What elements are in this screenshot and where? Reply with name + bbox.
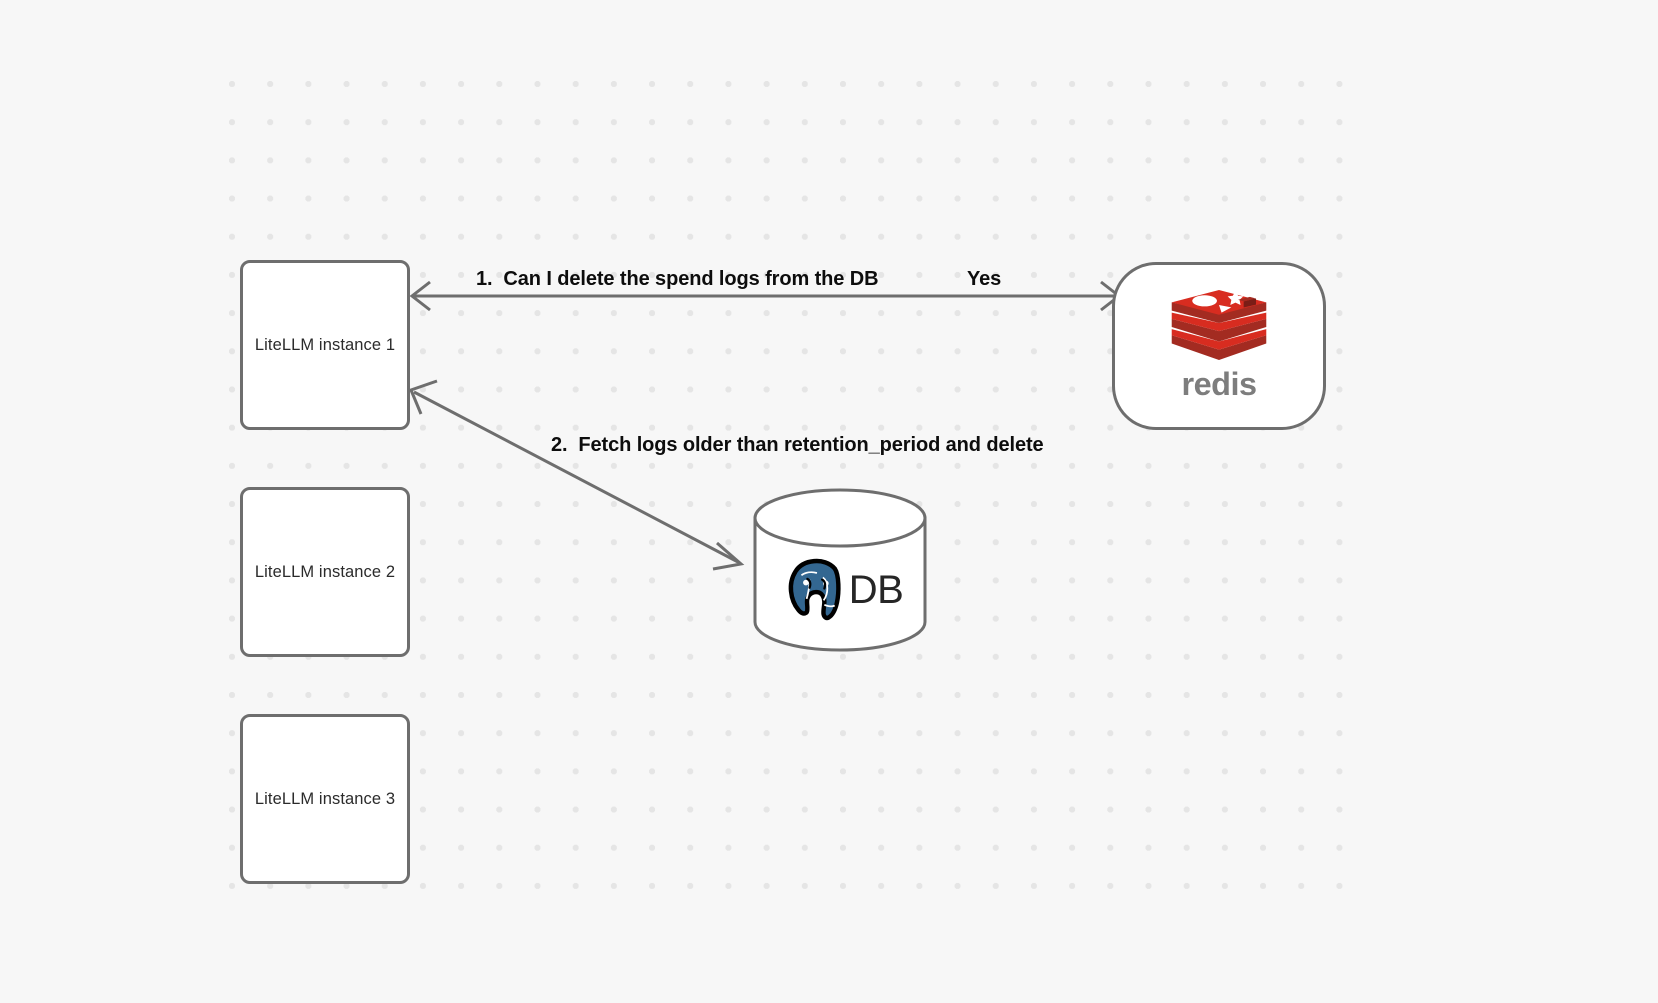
edge-label-redis-reply: Yes (967, 268, 1002, 290)
node-label: LiteLLM instance 2 (254, 562, 396, 581)
edge-litellm1-database (409, 379, 745, 571)
node-database[interactable]: DB (752, 488, 928, 652)
node-litellm-instance-1[interactable]: LiteLLM instance 1 (240, 260, 410, 430)
node-redis[interactable]: redis (1112, 262, 1326, 430)
node-label: LiteLLM instance 3 (254, 789, 396, 808)
redis-wordmark: redis (1181, 366, 1257, 402)
edge-label-step-1: 1. Can I delete the spend logs from the … (476, 268, 879, 290)
edge-label-step-2: 2. Fetch logs older than retention_perio… (551, 434, 1044, 456)
postgresql-elephant-icon (788, 558, 841, 621)
svg-text:redis: redis (1181, 366, 1256, 402)
arrowhead-lower-right (712, 541, 745, 571)
arrowhead-upper-left (409, 379, 438, 415)
node-litellm-instance-3[interactable]: LiteLLM instance 3 (240, 714, 410, 884)
redis-logo-icon (1171, 290, 1267, 360)
node-label: LiteLLM instance 1 (254, 335, 396, 354)
arrowhead-left (409, 280, 431, 312)
database-label: DB (848, 568, 904, 612)
node-litellm-instance-2[interactable]: LiteLLM instance 2 (240, 487, 410, 657)
